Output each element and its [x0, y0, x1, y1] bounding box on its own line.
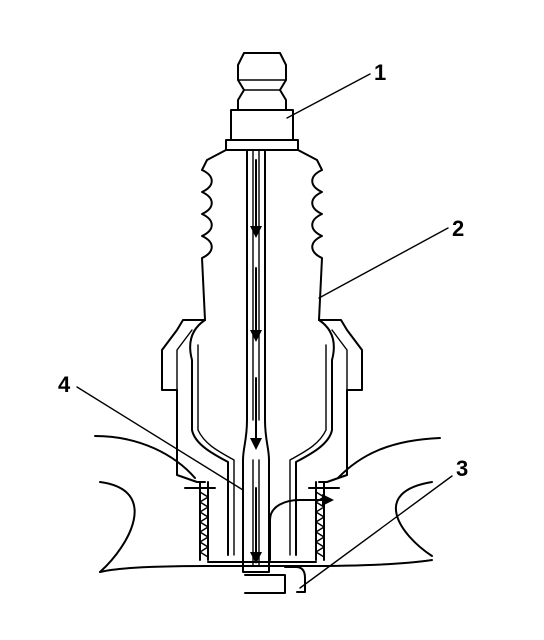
heat-flow-arrows — [250, 159, 334, 564]
insulator — [201, 149, 323, 321]
cylinder-head — [94, 435, 441, 573]
callout-4: 4 — [58, 372, 71, 397]
callout-3: 3 — [456, 456, 468, 481]
insulator-nose — [189, 319, 335, 556]
callout-labels: 1 2 3 4 — [58, 60, 468, 481]
ground-electrode — [244, 566, 306, 594]
leader-lines — [76, 73, 453, 589]
callout-1: 1 — [374, 60, 386, 85]
threads — [199, 481, 325, 563]
center-electrode — [242, 149, 270, 573]
terminal-nut — [225, 52, 299, 151]
callout-2: 2 — [452, 216, 464, 241]
